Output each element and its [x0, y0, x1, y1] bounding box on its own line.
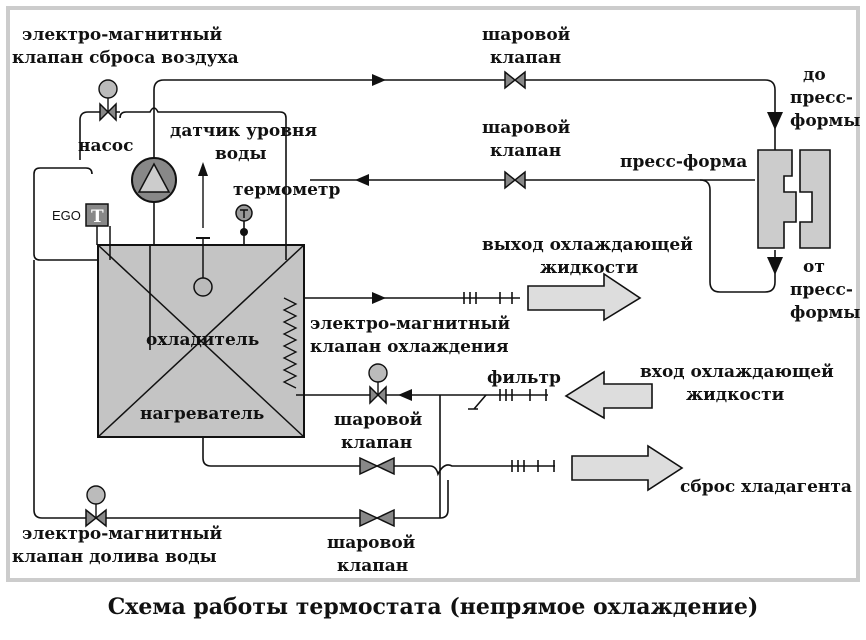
refrigerant-discharge-label: сброс хладагента [680, 477, 852, 497]
to-mold-label-1: до [803, 65, 826, 85]
ego-label: EGO [52, 208, 81, 223]
level-sensor-arrow [198, 162, 208, 228]
ball-valve-top-label-2: клапан [490, 48, 561, 68]
labels: электро-магнитный клапан сброса воздуха … [12, 25, 860, 576]
big-arrows [527, 272, 684, 492]
ego-controller [85, 203, 111, 260]
water-valve-label-2: клапан долива воды [12, 547, 217, 567]
tank [97, 244, 305, 438]
ball-valve-low-label-2: клапан [341, 433, 412, 453]
mold-label: пресс-форма [620, 152, 747, 172]
ball-valve-low-label-1: шаровой [334, 410, 423, 430]
pipes [33, 79, 776, 519]
ego-t-label: T [91, 207, 104, 227]
to-mold-label-2: пресс- [790, 88, 853, 108]
from-mold-label-2: пресс- [790, 280, 853, 300]
level-sensor-label-1: датчик уровня [170, 121, 317, 141]
coolant-in-label-1: вход охлаждающей [640, 362, 834, 382]
cooler-coil [282, 297, 298, 389]
pipe-fittings [463, 292, 555, 472]
ball-valve-top-label-1: шаровой [482, 25, 571, 45]
from-mold-label-3: формы [790, 303, 860, 323]
thermometer-label: термометр [233, 180, 340, 200]
level-sensor-float [193, 237, 213, 297]
air-valve-label-1: электро-магнитный [22, 25, 223, 45]
ball-valve-mid-label-1: шаровой [482, 118, 571, 138]
ball-valve-bottom-icon [359, 508, 395, 528]
ball-valve-bottom-label-1: шаровой [327, 533, 416, 553]
diagram-caption: Схема работы термостата (непрямое охлажд… [108, 594, 759, 620]
pump-label: насос [78, 136, 134, 156]
thermometer-icon [235, 204, 253, 236]
coolant-out-label-2: жидкости [540, 258, 639, 278]
coolant-out-arrow [527, 272, 642, 322]
ball-valve-mid-icon [504, 170, 526, 190]
solenoid-heads [86, 79, 388, 518]
ball-valve-mid-label-2: клапан [490, 141, 561, 161]
valves [85, 70, 526, 528]
coolant-in-label-2: жидкости [686, 385, 785, 405]
ball-valve-top-icon [504, 70, 526, 90]
ball-valve-low-icon [359, 456, 395, 476]
heater-label: нагреватель [140, 404, 264, 424]
flow-arrows [355, 74, 783, 401]
air-valve-label-2: клапан сброса воздуха [12, 48, 239, 68]
from-mold-label-1: от [803, 257, 825, 277]
pump-icon [131, 157, 177, 203]
ball-valve-bottom-label-2: клапан [337, 556, 408, 576]
refrigerant-out-arrow [571, 444, 684, 492]
coolant-in-arrow [564, 370, 653, 420]
press-mold [757, 149, 831, 249]
cooling-valve-label-1: электро-магнитный [310, 314, 511, 334]
water-valve-label-1: электро-магнитный [22, 524, 223, 544]
filter-label: фильтр [487, 368, 561, 388]
coolant-out-label-1: выход охлаждающей [482, 235, 693, 255]
level-sensor-label-2: воды [215, 144, 267, 164]
cooling-valve-label-2: клапан охлаждения [310, 337, 509, 357]
cooler-label: охладитель [146, 330, 259, 350]
to-mold-label-3: формы [790, 111, 860, 131]
